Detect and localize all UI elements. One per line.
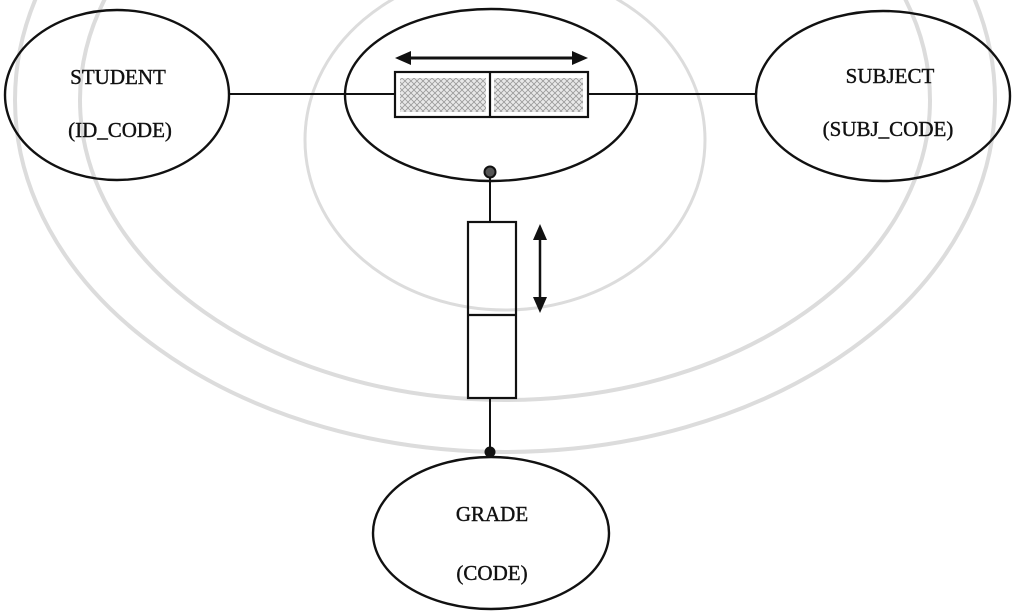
subject-entity: SUBJECT (SUBJ_CODE) bbox=[756, 11, 1010, 181]
student-entity: STUDENT (ID_CODE) bbox=[5, 10, 229, 180]
grade-entity-ellipse bbox=[373, 457, 609, 609]
relationship-node bbox=[345, 9, 637, 181]
relationship-box-right-hatch bbox=[494, 78, 583, 112]
vertical-double-arrow bbox=[533, 224, 547, 313]
student-entity-key: (ID_CODE) bbox=[68, 118, 172, 142]
grade-entity: GRADE (CODE) bbox=[373, 457, 609, 609]
vertical-connector-node bbox=[468, 222, 547, 398]
subject-entity-ellipse bbox=[756, 11, 1010, 181]
student-entity-name: STUDENT bbox=[70, 65, 166, 89]
subject-entity-key: (SUBJ_CODE) bbox=[823, 117, 954, 141]
arrow-down-head-icon bbox=[533, 297, 547, 313]
arrow-up-head-icon bbox=[533, 224, 547, 240]
relationship-box-left-hatch bbox=[400, 78, 486, 112]
top-connector-dot bbox=[485, 167, 496, 178]
subject-entity-name: SUBJECT bbox=[846, 64, 935, 88]
grade-entity-key: (CODE) bbox=[456, 561, 527, 585]
grade-entity-name: GRADE bbox=[456, 502, 528, 526]
student-entity-ellipse bbox=[5, 10, 229, 180]
vertical-box bbox=[468, 222, 516, 398]
